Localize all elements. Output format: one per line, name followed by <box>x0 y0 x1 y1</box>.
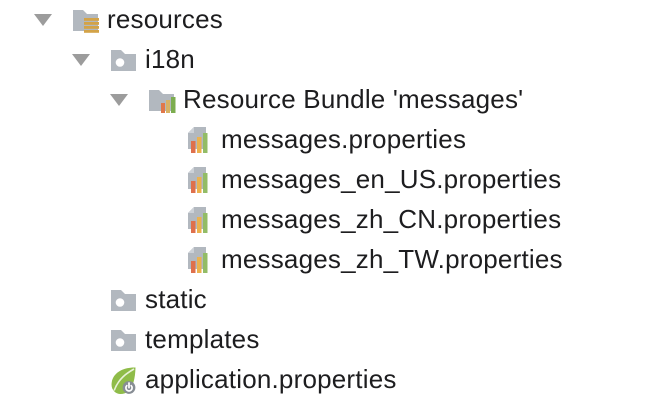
tree-item-label: application.properties <box>145 364 397 394</box>
expand-arrow-icon[interactable] <box>34 14 71 26</box>
package-folder-icon <box>109 326 138 355</box>
tree-item-label: i18n <box>145 44 195 74</box>
resources-folder-icon <box>71 6 100 35</box>
tree-item-label: messages_zh_CN.properties <box>221 204 562 234</box>
tree-item-label: Resource Bundle 'messages' <box>183 84 524 114</box>
tree-item-resource-bundle-messages[interactable]: Resource Bundle 'messages' <box>0 80 656 120</box>
expand-arrow-icon[interactable] <box>72 54 109 66</box>
tree-item-resources[interactable]: resources <box>0 0 656 40</box>
tree-item-label: templates <box>145 324 260 354</box>
package-folder-icon <box>109 46 138 75</box>
tree-item-label: static <box>145 284 207 314</box>
tree-item-static[interactable]: static <box>0 280 656 320</box>
properties-file-icon <box>185 126 214 155</box>
properties-file-icon <box>185 206 214 235</box>
resource-bundle-folder-icon <box>147 86 176 115</box>
properties-file-icon <box>185 246 214 275</box>
tree-item-templates[interactable]: templates <box>0 320 656 360</box>
tree-item-messages-en-us-properties[interactable]: messages_en_US.properties <box>0 160 656 200</box>
expand-arrow-icon[interactable] <box>110 94 147 106</box>
tree-item-label: messages_zh_TW.properties <box>221 244 563 274</box>
spring-boot-icon <box>109 366 138 395</box>
tree-item-messages-zh-cn-properties[interactable]: messages_zh_CN.properties <box>0 200 656 240</box>
tree-item-messages-properties[interactable]: messages.properties <box>0 120 656 160</box>
tree-item-i18n[interactable]: i18n <box>0 40 656 80</box>
tree-item-label: messages.properties <box>221 124 467 154</box>
tree-item-label: messages_en_US.properties <box>221 164 562 194</box>
tree-item-application-properties[interactable]: application.properties <box>0 360 656 400</box>
package-folder-icon <box>109 286 138 315</box>
properties-file-icon <box>185 166 214 195</box>
tree-item-messages-zh-tw-properties[interactable]: messages_zh_TW.properties <box>0 240 656 280</box>
tree-item-label: resources <box>107 4 223 34</box>
